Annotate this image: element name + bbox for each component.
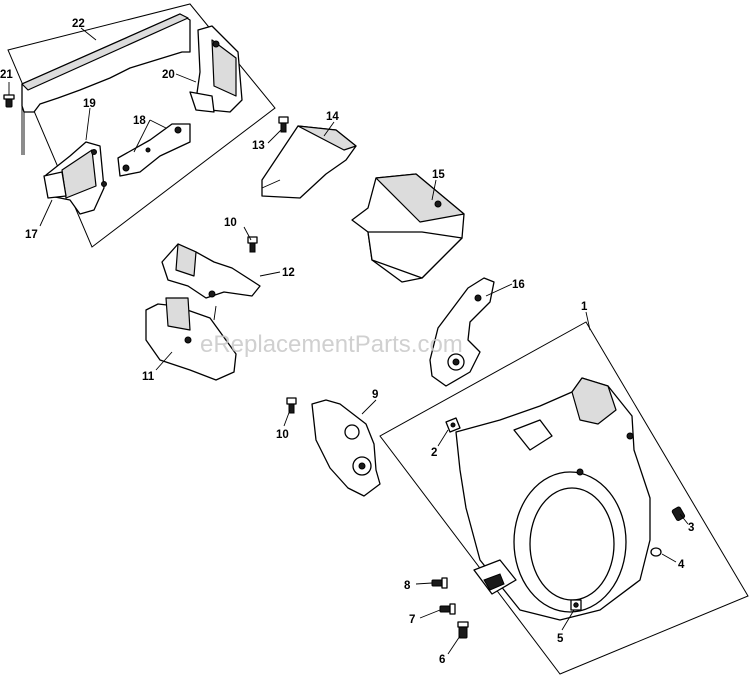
callout-22: 22 (72, 18, 85, 30)
callout-19: 19 (83, 98, 96, 110)
part-1-blower-housing[interactable] (455, 377, 651, 621)
part-6-bolt[interactable] (457, 621, 469, 639)
callout-8: 8 (404, 580, 411, 592)
part-22-panel[interactable] (21, 13, 191, 155)
part-18-bracket[interactable] (117, 123, 191, 177)
part-20-bracket[interactable] (189, 25, 243, 113)
watermark: eReplacementParts.com (200, 331, 463, 358)
part-15-shroud[interactable] (351, 173, 465, 283)
part-12-baffle[interactable] (161, 243, 261, 299)
callout-3: 3 (688, 522, 694, 534)
callout-11: 11 (142, 371, 155, 383)
callout-16: 16 (512, 279, 525, 291)
callout-15: 15 (432, 169, 445, 181)
part-10-bolt-lower[interactable] (286, 397, 297, 414)
callout-1: 1 (581, 301, 588, 313)
callout-14: 14 (326, 111, 339, 123)
callout-10-upper: 10 (224, 217, 237, 229)
part-16-bracket[interactable] (429, 277, 495, 387)
callout-7: 7 (409, 614, 415, 626)
callout-13: 13 (252, 140, 265, 152)
callout-17: 17 (25, 229, 38, 241)
part-7-bolt[interactable] (439, 603, 456, 615)
callout-21: 21 (0, 69, 13, 81)
part-21-screw[interactable] (3, 94, 15, 108)
part-8-bolt[interactable] (431, 577, 448, 589)
part-4-washer[interactable] (650, 547, 662, 557)
callout-labels: 22 21 20 19 18 17 14 13 15 10 12 16 1 11… (0, 18, 694, 666)
callout-12: 12 (282, 267, 295, 279)
part-11-baffle[interactable] (145, 297, 237, 381)
callout-2: 2 (431, 447, 437, 459)
callout-10-lower: 10 (276, 429, 289, 441)
part-5-nut[interactable] (570, 599, 582, 611)
part-17-tab[interactable] (43, 171, 67, 199)
callout-4: 4 (678, 559, 685, 571)
callout-5: 5 (557, 633, 564, 645)
part-10-bolt-upper[interactable] (247, 236, 258, 253)
leader-lines (8, 27, 689, 655)
part-13-bolt[interactable] (278, 116, 289, 133)
part-2-nut[interactable] (445, 417, 461, 433)
part-14-shroud[interactable] (261, 125, 357, 199)
callout-18: 18 (133, 115, 146, 127)
part-9-bracket[interactable] (311, 399, 381, 497)
callout-9: 9 (372, 389, 378, 401)
callout-6: 6 (439, 654, 445, 666)
part-3-screw[interactable] (671, 506, 686, 521)
group-frame-1 (379, 321, 749, 675)
callout-20: 20 (162, 69, 175, 81)
